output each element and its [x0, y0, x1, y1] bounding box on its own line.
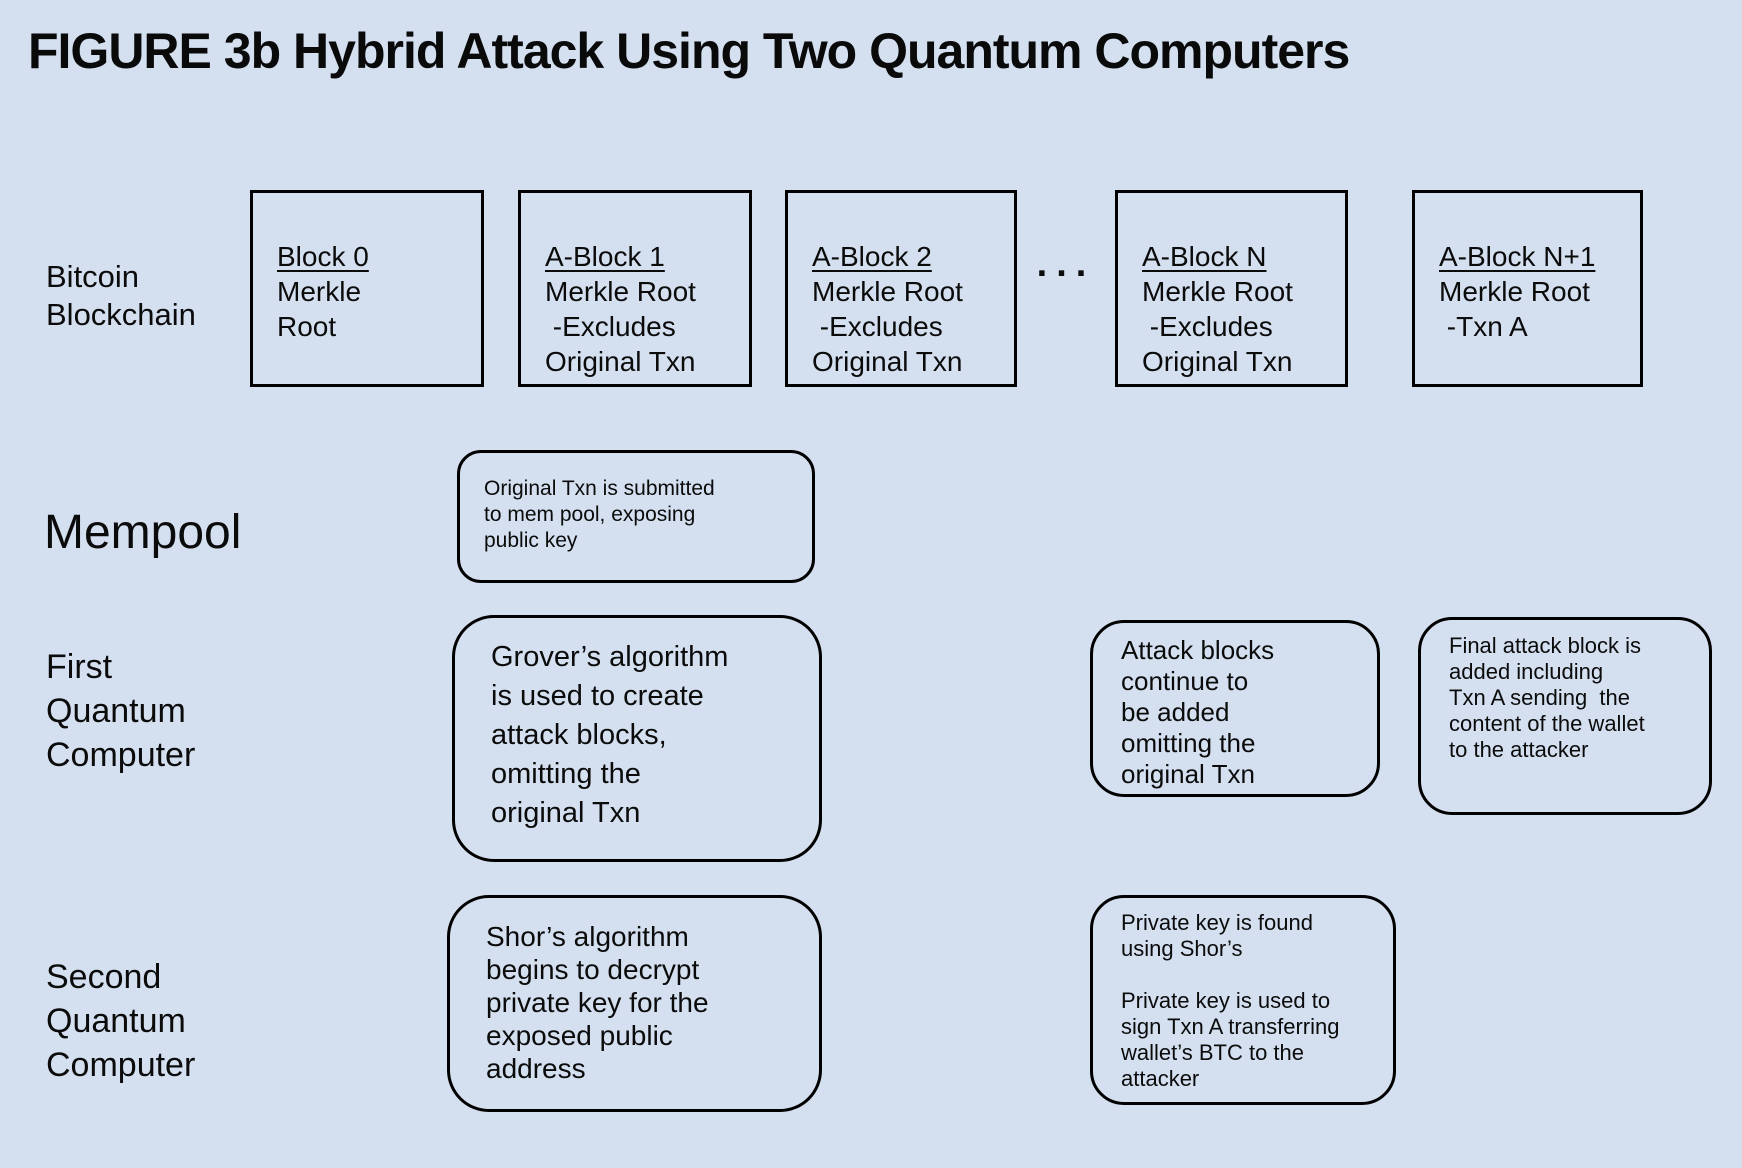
- bitcoin-blockchain-label: Bitcoin Blockchain: [46, 259, 196, 332]
- attack-block-1: A-Block 1 Merkle Root -Excludes Original…: [518, 190, 752, 387]
- attack-block-n-title: A-Block N: [1142, 241, 1267, 272]
- mempool-note-text: Original Txn is submitted to mem pool, e…: [484, 477, 715, 552]
- second-quantum-computer-label: Second Quantum Computer: [46, 958, 196, 1084]
- first-quantum-computer-label: First Quantum Computer: [46, 648, 196, 774]
- mempool-note-box: Original Txn is submitted to mem pool, e…: [457, 450, 815, 583]
- attack-block-2-body: Merkle Root -Excludes Original Txn: [812, 276, 963, 377]
- attack-block-2: A-Block 2 Merkle Root -Excludes Original…: [785, 190, 1017, 387]
- attack-blocks-note-text: Attack blocks continue to be added omitt…: [1121, 635, 1275, 789]
- attack-blocks-note-box: Attack blocks continue to be added omitt…: [1090, 620, 1380, 797]
- chain-ellipsis: ...: [1036, 243, 1096, 285]
- shor-note-text: Shor’s algorithm begins to decrypt priva…: [486, 921, 709, 1084]
- private-key-note-box: Private key is found using Shor’s Privat…: [1090, 895, 1396, 1105]
- attack-block-n1-title: A-Block N+1: [1439, 241, 1596, 272]
- grover-note-text: Grover’s algorithm is used to create att…: [491, 641, 729, 829]
- private-key-note-text: Private key is found using Shor’s Privat…: [1121, 910, 1340, 1091]
- block-0: Block 0 Merkle Root: [250, 190, 484, 387]
- grover-note-box: Grover’s algorithm is used to create att…: [452, 615, 822, 862]
- block-0-title: Block 0: [277, 241, 369, 272]
- attack-block-n1: A-Block N+1 Merkle Root -Txn A: [1412, 190, 1643, 387]
- attack-block-1-title: A-Block 1: [545, 241, 665, 272]
- attack-block-1-body: Merkle Root -Excludes Original Txn: [545, 276, 696, 377]
- final-attack-block-note-text: Final attack block is added including Tx…: [1449, 633, 1645, 762]
- final-attack-block-note-box: Final attack block is added including Tx…: [1418, 617, 1712, 815]
- attack-block-n-body: Merkle Root -Excludes Original Txn: [1142, 276, 1293, 377]
- attack-block-2-title: A-Block 2: [812, 241, 932, 272]
- shor-note-box: Shor’s algorithm begins to decrypt priva…: [447, 895, 822, 1112]
- figure-title: FIGURE 3b Hybrid Attack Using Two Quantu…: [28, 23, 1350, 79]
- attack-block-n1-body: Merkle Root -Txn A: [1439, 276, 1590, 342]
- block-0-body: Merkle Root: [277, 276, 362, 342]
- attack-block-n: A-Block N Merkle Root -Excludes Original…: [1115, 190, 1348, 387]
- mempool-label: Mempool: [44, 506, 242, 559]
